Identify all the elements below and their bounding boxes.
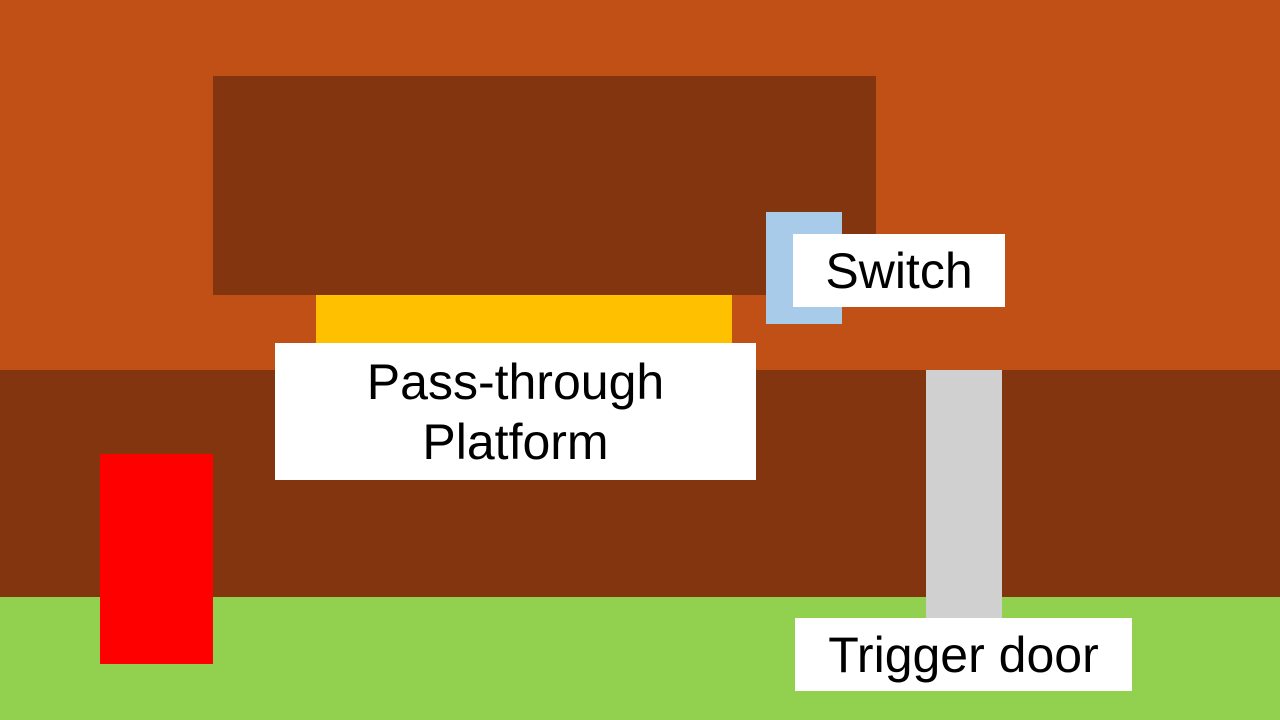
player-character	[100, 454, 213, 664]
switch-label: Switch	[793, 234, 1005, 307]
trigger-door	[926, 370, 1002, 620]
platform-label: Pass-through Platform	[275, 343, 756, 480]
trigger-door-label: Trigger door	[795, 618, 1132, 691]
upper-wall-block	[213, 76, 876, 295]
pass-through-platform	[316, 295, 732, 345]
